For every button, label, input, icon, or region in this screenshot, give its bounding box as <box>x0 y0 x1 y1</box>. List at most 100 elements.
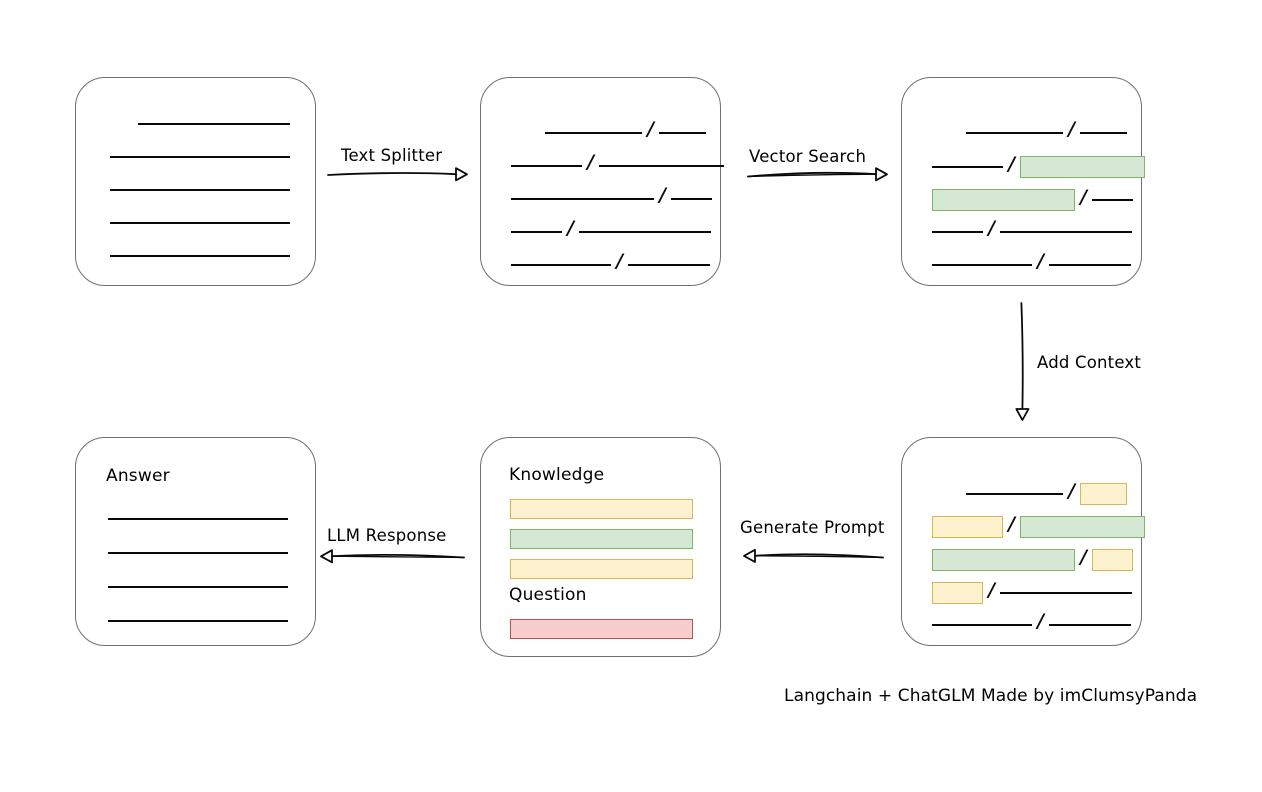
text-line <box>108 620 288 622</box>
slash-separator: / <box>1008 152 1015 175</box>
text-line-row: / <box>932 545 1133 571</box>
slash-separator: / <box>1037 250 1044 272</box>
edge-vector-search <box>747 165 888 183</box>
slash-separator: / <box>647 118 654 140</box>
edge-label-vector-search: Vector Search <box>749 147 867 166</box>
slash-separator: / <box>659 184 666 206</box>
text-line-row: / <box>932 512 1145 538</box>
vector-matches-rows: / / / / / <box>902 78 1145 285</box>
edge-label-add-context: Add Context <box>1037 353 1142 372</box>
card-source-document[interactable] <box>75 77 316 286</box>
text-line-row <box>110 222 290 224</box>
text-line <box>110 255 290 257</box>
prompt-bar-yellow <box>510 559 693 579</box>
context-added-rows: / / / / / <box>902 438 1145 645</box>
text-line-row: / <box>932 250 1131 274</box>
edge-llm-response <box>318 547 465 565</box>
text-line <box>511 263 611 266</box>
slash-separator: / <box>1037 610 1044 632</box>
highlight-chip-green <box>1019 156 1145 178</box>
slash-separator: / <box>1080 545 1087 568</box>
slash-separator: / <box>1068 479 1075 502</box>
diagram-caption: Langchain + ChatGLM Made by imClumsyPand… <box>784 686 1198 706</box>
card-context-added[interactable]: / / / / / <box>901 437 1145 646</box>
text-line <box>932 166 1003 168</box>
text-line <box>932 263 1032 266</box>
slash-separator: / <box>988 578 995 601</box>
edge-label-text-splitter: Text Splitter <box>341 146 443 165</box>
text-line <box>627 263 710 266</box>
question-label: Question <box>509 585 587 605</box>
prompt-bar-red <box>510 619 693 639</box>
text-line <box>108 586 288 588</box>
text-line-row: / <box>966 479 1127 505</box>
source-document-rows <box>76 78 315 285</box>
text-line-row <box>108 518 288 520</box>
slash-separator: / <box>567 217 574 239</box>
edge-add-context <box>1012 302 1034 421</box>
text-line <box>932 230 983 233</box>
text-line-row <box>108 620 288 622</box>
text-line-row: / <box>966 118 1127 142</box>
text-line <box>966 131 1063 134</box>
card-answer[interactable]: Answer <box>75 437 316 646</box>
text-line <box>932 623 1032 626</box>
text-line <box>110 222 290 224</box>
text-line-row: / <box>932 578 1132 604</box>
text-line-row: / <box>511 151 724 175</box>
text-line <box>598 164 724 167</box>
slash-separator: / <box>1068 118 1075 140</box>
text-line-row <box>108 552 288 554</box>
knowledge-label: Knowledge <box>509 465 605 485</box>
text-line <box>108 552 288 554</box>
slash-separator: / <box>988 217 995 239</box>
highlight-chip-green <box>932 549 1075 571</box>
text-line <box>1079 131 1127 134</box>
text-line <box>999 230 1132 233</box>
slash-separator: / <box>1008 512 1015 535</box>
prompt-bar-yellow <box>510 499 693 519</box>
text-line-row: / <box>511 217 711 241</box>
text-line-row: / <box>511 184 712 208</box>
edge-label-generate-prompt: Generate Prompt <box>740 518 885 537</box>
text-line-row <box>108 586 288 588</box>
edge-text-splitter <box>327 165 468 183</box>
edge-label-llm-response: LLM Response <box>327 526 447 545</box>
text-line-row <box>138 123 290 125</box>
text-line-row: / <box>511 250 710 274</box>
text-line <box>1048 263 1131 266</box>
text-line <box>1048 623 1131 626</box>
text-line <box>511 197 654 200</box>
highlight-chip-yellow <box>1079 483 1127 505</box>
text-line-row <box>110 255 290 257</box>
text-line-row <box>110 189 290 191</box>
text-line <box>1091 199 1133 201</box>
text-line <box>999 592 1132 594</box>
text-line-row: / <box>932 152 1145 178</box>
text-line <box>578 230 711 233</box>
text-line-row: / <box>932 217 1132 241</box>
highlight-chip-green <box>932 189 1075 211</box>
text-line-row: / <box>545 118 706 142</box>
slash-separator: / <box>587 151 594 173</box>
slash-separator: / <box>1080 185 1087 208</box>
text-line <box>108 518 288 520</box>
prompt-bar-green <box>510 529 693 549</box>
text-line <box>966 493 1063 495</box>
edge-generate-prompt <box>737 547 884 565</box>
card-vector-matches[interactable]: / / / / / <box>901 77 1145 286</box>
card-prompt[interactable]: Knowledge Question <box>480 437 721 657</box>
answer-label: Answer <box>106 466 170 486</box>
highlight-chip-yellow <box>1091 549 1133 571</box>
split-chunks-rows: / / / / / <box>481 78 724 285</box>
answer-rows <box>76 438 315 645</box>
text-line <box>138 123 290 125</box>
highlight-chip-yellow <box>932 582 983 604</box>
text-line-row: / <box>932 610 1131 634</box>
text-line <box>658 131 706 134</box>
slash-separator: / <box>616 250 623 272</box>
highlight-chip-yellow <box>932 516 1003 538</box>
text-line-row: / <box>932 185 1133 211</box>
card-split-chunks[interactable]: / / / / / <box>480 77 724 286</box>
